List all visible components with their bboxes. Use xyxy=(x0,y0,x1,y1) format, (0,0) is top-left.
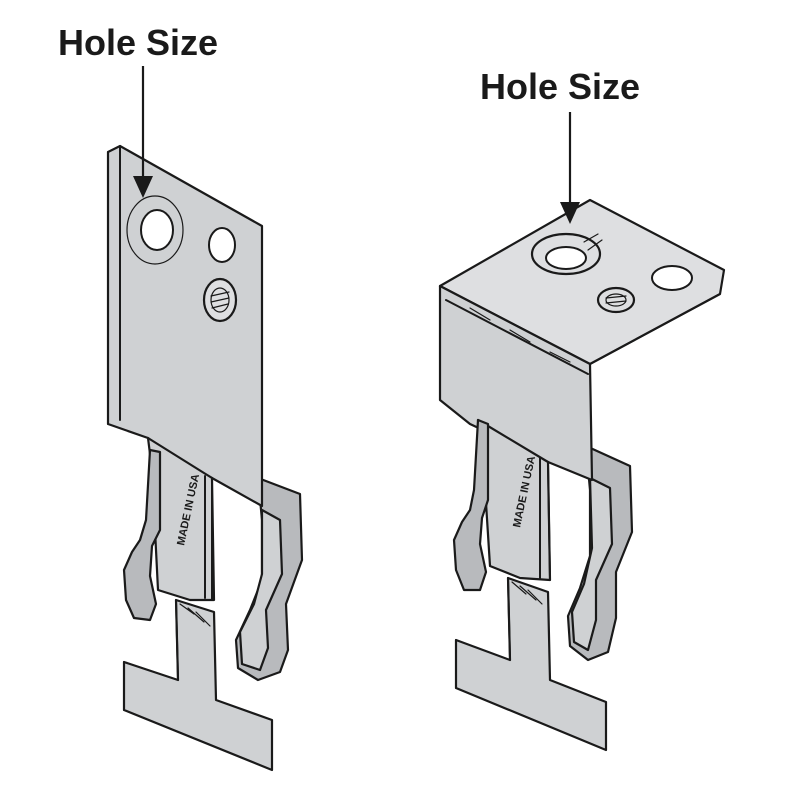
left-clip-threaded-hole-inner xyxy=(210,287,230,313)
right-clip-small-hole xyxy=(651,265,693,291)
left-clip-large-hole xyxy=(140,209,174,251)
left-clip-plate-edge xyxy=(107,145,121,425)
right-clip-threaded-hole-inner xyxy=(605,293,627,307)
right-clip-foot-edge xyxy=(455,577,511,689)
left-clip-large-hole-countersink xyxy=(126,195,184,265)
left-clip-foot xyxy=(122,598,274,772)
right-clip-back-leg-front xyxy=(570,476,614,652)
left-clip-back-leg-front xyxy=(238,508,284,672)
hole-size-label-left: Hole Size xyxy=(58,22,219,63)
left-clip-thread-lines xyxy=(210,291,230,309)
left-clip-slot xyxy=(204,475,213,601)
right-clip-slot xyxy=(539,457,551,581)
right-clip-bend-dash xyxy=(469,307,571,363)
right-clip-bend-line xyxy=(445,293,721,375)
left-clip-plate xyxy=(106,144,264,508)
left-clip-foot-edge xyxy=(123,599,179,711)
right-clip-countersink-detail xyxy=(583,233,603,251)
right-clip-front-leg xyxy=(452,418,490,592)
right-hole-size-arrow xyxy=(560,112,580,224)
left-hole-size-arrow xyxy=(133,66,153,198)
left-clip-small-hole xyxy=(208,227,236,263)
left-clip-foot-bend xyxy=(179,603,211,627)
hole-size-label-right: Hole Size xyxy=(480,66,641,107)
left-clip: MADE IN USA xyxy=(106,144,304,772)
right-clip-thread-lines xyxy=(605,295,627,304)
left-clip-front-leg xyxy=(122,448,162,622)
right-clip: MADE IN USA xyxy=(438,198,726,752)
right-clip-foot xyxy=(454,576,608,752)
right-clip-foot-bend xyxy=(511,581,543,605)
right-clip-large-hole xyxy=(545,246,587,270)
right-clip-threaded-hole xyxy=(596,286,636,314)
